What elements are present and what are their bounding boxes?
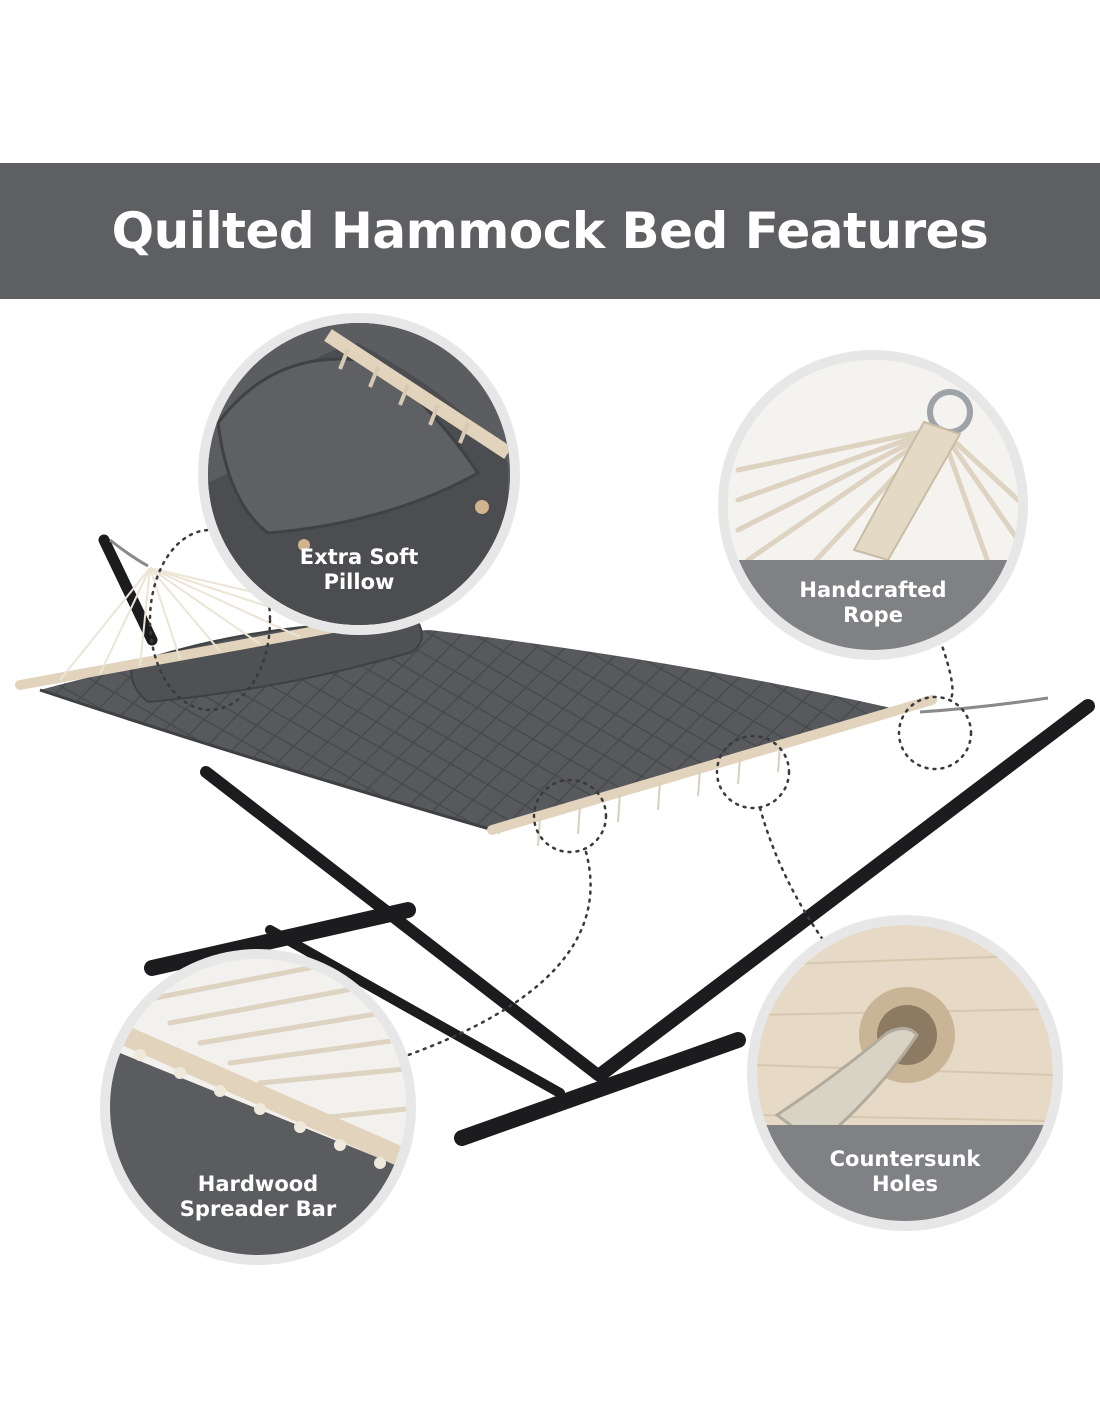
- feature-rope-line1: Handcrafted: [799, 578, 947, 602]
- feature-pillow-circle: Extra Soft Pillow: [208, 323, 510, 625]
- feature-rope-line2: Rope: [843, 603, 903, 627]
- feature-spreader-caption: Hardwood Spreader Bar: [110, 1172, 406, 1222]
- hammock-stand: [98, 534, 1095, 1146]
- feature-pillow-caption: Extra Soft Pillow: [208, 545, 510, 595]
- feature-holes-circle: Countersunk Holes: [757, 925, 1053, 1221]
- feature-rope-circle: Handcrafted Rope: [728, 360, 1018, 650]
- page-title: Quilted Hammock Bed Features: [111, 202, 989, 260]
- feature-pillow-line1: Extra Soft: [299, 545, 419, 569]
- feature-rope-caption: Handcrafted Rope: [728, 578, 1018, 628]
- pillow-closeup-image: [208, 323, 510, 625]
- spreader-bar-closeup-image: [110, 959, 406, 1255]
- hammock-pillow: [130, 620, 423, 704]
- feature-holes-line2: Holes: [872, 1172, 938, 1196]
- feature-spreader-circle: Hardwood Spreader Bar: [110, 959, 406, 1255]
- countersunk-hole-closeup-image: [757, 925, 1053, 1221]
- title-banner: Quilted Hammock Bed Features: [0, 163, 1100, 299]
- feature-holes-line1: Countersunk: [829, 1147, 981, 1171]
- feature-spreader-line2: Spreader Bar: [179, 1197, 337, 1221]
- stand-chain: [109, 538, 1049, 714]
- feature-spreader-line1: Hardwood: [197, 1172, 319, 1196]
- rope-closeup-image: [728, 360, 1018, 650]
- feature-pillow-line2: Pillow: [323, 570, 395, 594]
- feature-holes-caption: Countersunk Holes: [757, 1147, 1053, 1197]
